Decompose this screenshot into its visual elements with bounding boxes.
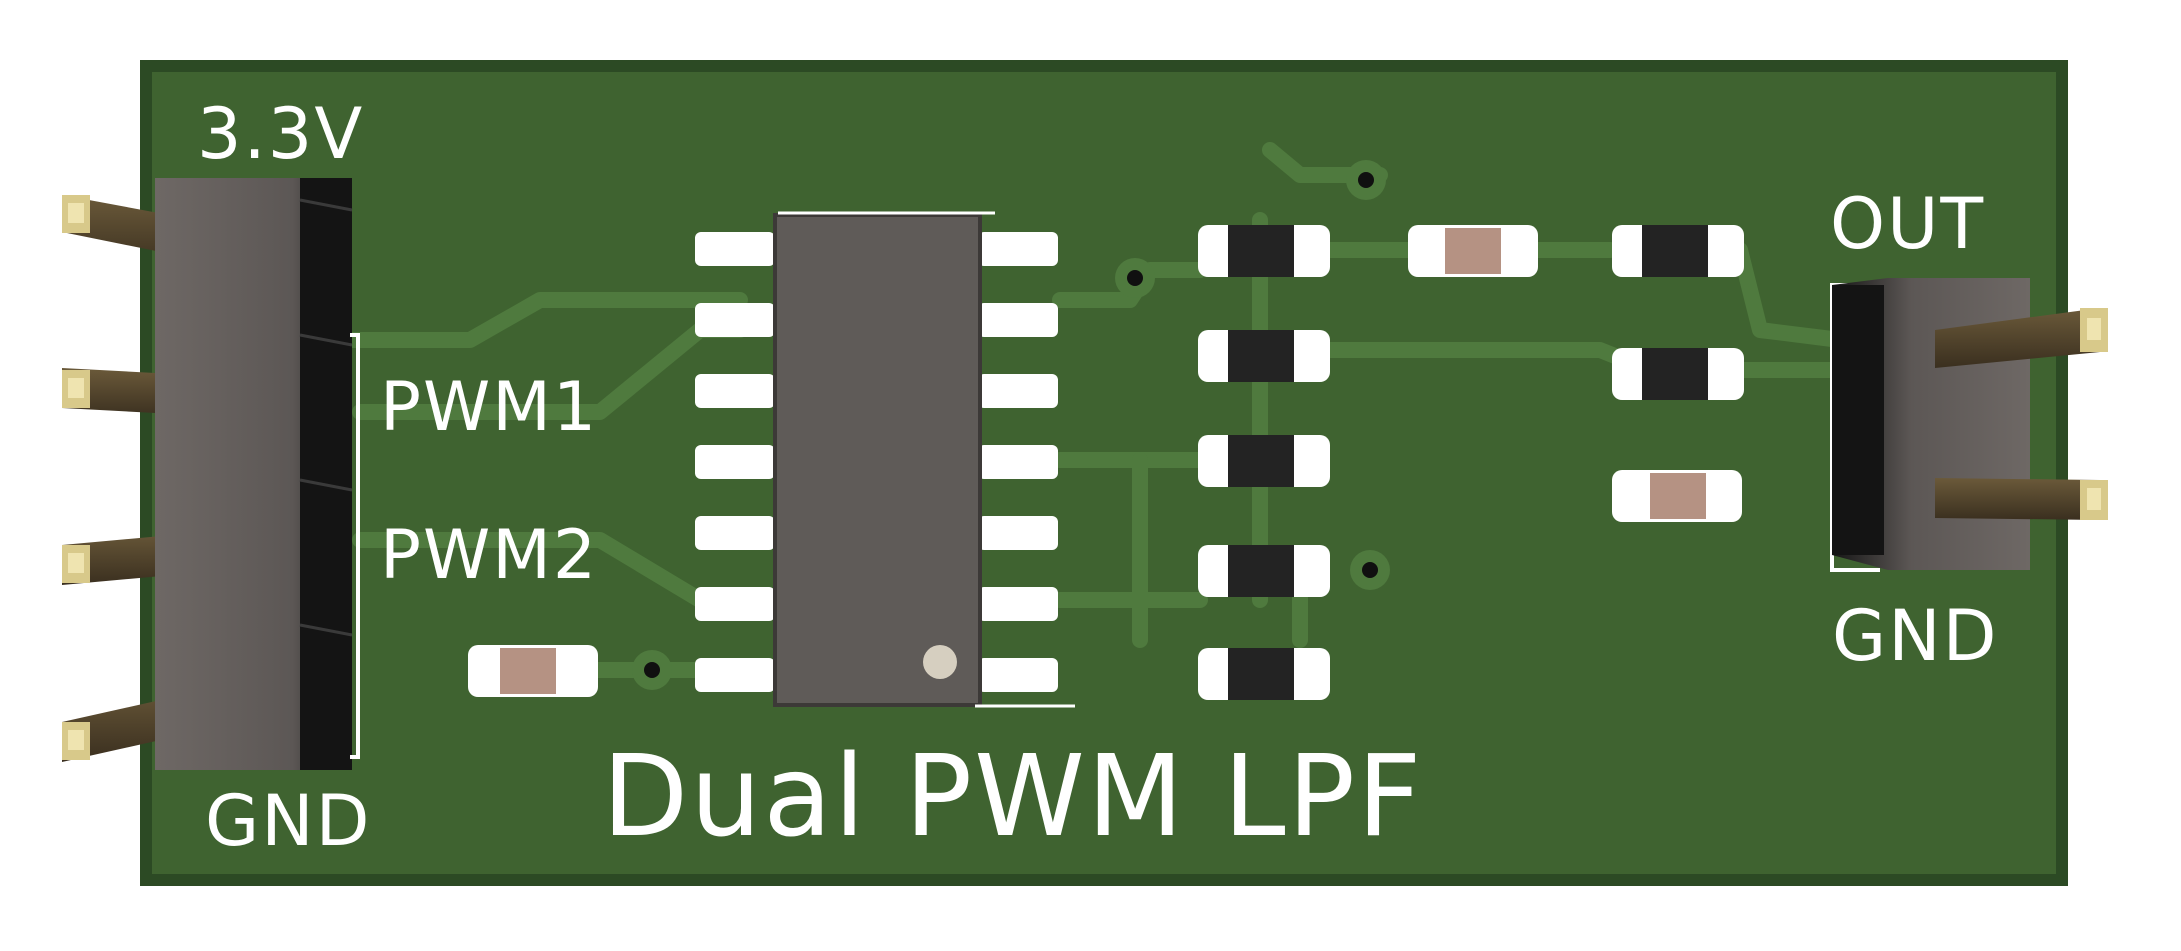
smd-capacitors (468, 225, 1742, 697)
right-pin-header (1830, 278, 2108, 572)
label-gnd-left: GND (205, 780, 372, 862)
soic14-ic (695, 211, 1075, 708)
label-out: OUT (1830, 183, 1985, 265)
label-gnd-right: GND (1832, 595, 1999, 677)
vias (632, 160, 1390, 690)
left-pin-header (62, 178, 360, 770)
board-title: Dual PWM LPF (602, 732, 1423, 862)
smd-resistors (1198, 225, 1744, 700)
label-3v3: 3.3V (197, 93, 364, 175)
label-pwm1: PWM1 (380, 368, 598, 447)
label-pwm2: PWM2 (380, 516, 598, 595)
